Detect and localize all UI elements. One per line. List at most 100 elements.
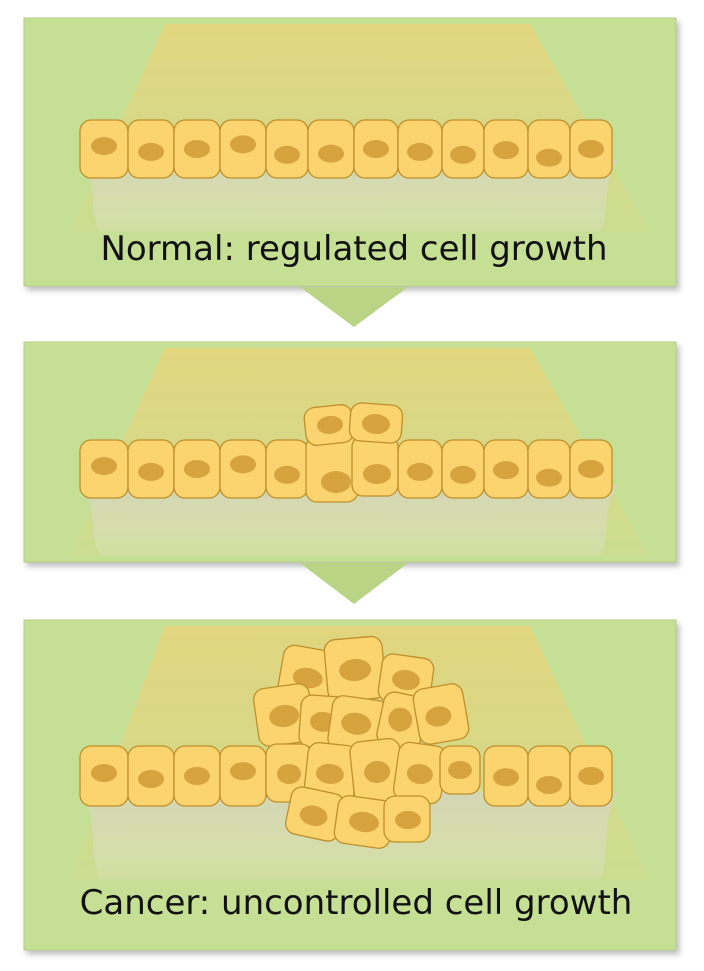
cell [569,439,613,499]
cell-nucleus [450,465,476,484]
cell-nucleus [184,140,210,158]
cell-nucleus [138,462,164,481]
cell-nucleus [493,768,519,787]
cell-nucleus [91,457,117,476]
cell-nucleus [230,455,256,474]
cell-nucleus [448,761,472,779]
cell-nucleus [341,712,372,735]
cell-nucleus [392,669,420,691]
tissue-band [82,160,618,232]
cell [219,119,267,179]
cell-nucleus [315,763,344,784]
cell-nucleus [395,811,421,829]
panel-cancer: Cancer: uncontrolled cell growth [23,619,677,951]
cell-nucleus [388,707,413,732]
cell-layer [79,635,613,849]
panel-normal: Normal: regulated cell growth [23,17,677,287]
cell [173,745,221,807]
cell [303,404,355,446]
cell-nucleus [230,135,256,154]
cell-nucleus [274,465,300,484]
cell-nucleus [578,460,604,478]
cell-nucleus [91,764,117,782]
cell [307,119,355,179]
cell-nucleus [317,415,343,434]
cell-nucleus [425,706,452,727]
cell-nucleus [349,811,379,833]
down-arrow [300,563,408,604]
cell [441,439,485,499]
cell [527,119,571,179]
cell [353,119,399,179]
cell [527,439,571,499]
cell-nucleus [363,464,391,484]
cell [397,439,443,499]
cell-nucleus [363,140,389,158]
cell-nucleus [230,762,256,781]
cell [441,119,485,179]
cell [219,745,267,807]
cell-nucleus [299,805,328,826]
down-arrow [300,287,408,327]
cell-nucleus [184,460,210,478]
cell-nucleus [318,144,344,163]
cell-nucleus [138,770,164,788]
tissue-band [82,485,618,556]
cell-nucleus [407,142,433,161]
cell [265,439,309,499]
cell [284,786,346,842]
cell [173,439,221,499]
cell [569,119,613,179]
cell-nucleus [406,763,433,785]
cell-nucleus [536,148,562,167]
cell [351,435,399,497]
cell-nucleus [339,658,372,682]
cell-nucleus [138,142,164,161]
cell-nucleus [269,704,300,728]
cell [569,745,613,807]
cell-nucleus [578,767,604,785]
cell-layer [79,119,613,179]
cell [483,119,529,179]
panel-caption: Normal: regulated cell growth [100,229,607,269]
cell [127,745,175,807]
panel-early [23,341,677,563]
cell-nucleus [493,141,519,160]
cell [348,402,404,444]
cell [79,119,129,179]
cell [397,119,443,179]
cell [79,745,129,807]
cell-nucleus [536,468,562,487]
cell-nucleus [450,145,476,164]
cell-nucleus [364,760,391,784]
cell-nucleus [578,140,604,158]
cell [349,737,405,805]
cell [265,119,309,179]
cell-layer [79,402,613,503]
cell [127,119,175,179]
cell [527,745,571,807]
cell [483,439,529,499]
cell [79,439,129,499]
cell [173,119,221,179]
cell-nucleus [292,667,323,689]
cell [127,439,175,499]
cell-nucleus [274,145,300,164]
cell [323,635,387,703]
cell [412,683,470,745]
cell [305,435,359,503]
cell [303,741,359,805]
cell-nucleus [277,764,301,784]
cell [383,795,431,843]
cell [439,745,481,795]
cell-nucleus [536,776,562,794]
cell-nucleus [321,471,351,493]
panel-caption: Cancer: uncontrolled cell growth [80,883,633,923]
cell [483,745,529,807]
cell-nucleus [91,137,117,156]
cell-nucleus [361,413,390,435]
cell [219,439,267,499]
cell-nucleus [184,767,210,785]
cell-nucleus [493,461,519,480]
